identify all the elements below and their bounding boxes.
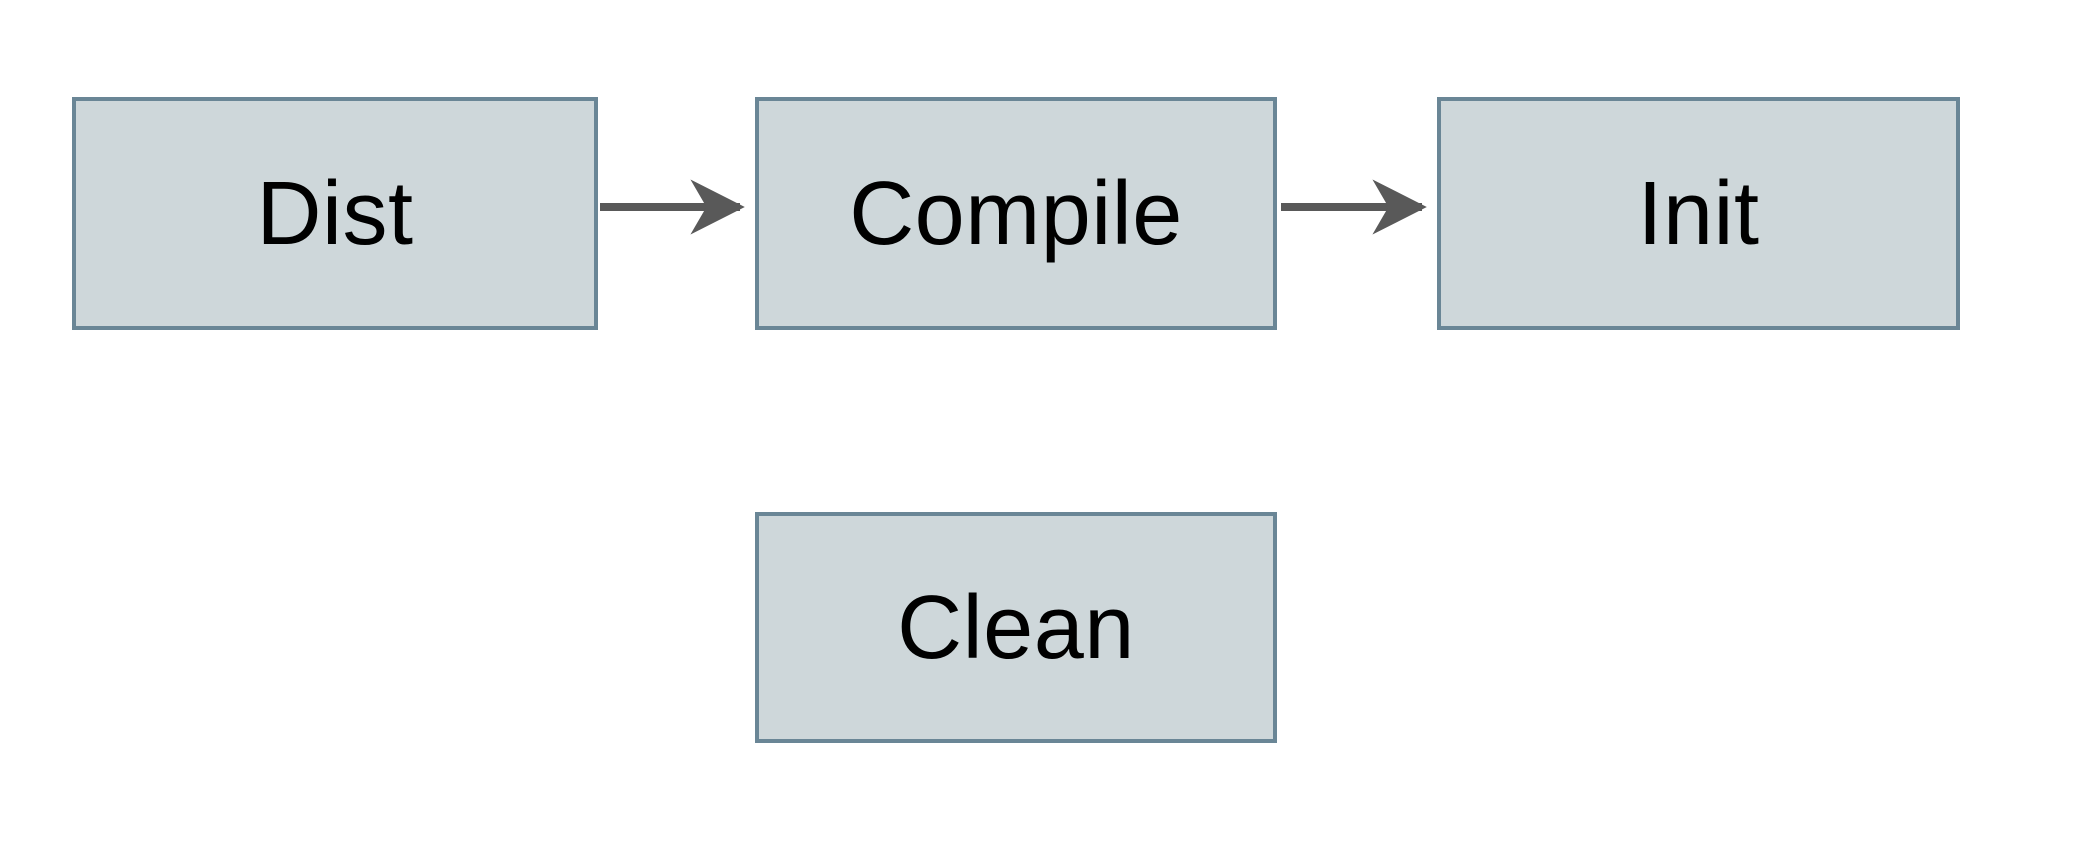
node-compile[interactable]: Compile [755, 97, 1277, 330]
node-clean[interactable]: Clean [755, 512, 1277, 743]
edge-compile-to-init-arrow[interactable] [1281, 191, 1437, 223]
node-init-label: Init [1637, 163, 1760, 264]
node-clean-label: Clean [897, 577, 1135, 678]
node-init[interactable]: Init [1437, 97, 1960, 330]
node-compile-label: Compile [849, 163, 1183, 264]
edge-dist-to-compile-arrow[interactable] [600, 191, 755, 223]
node-dist-label: Dist [256, 163, 414, 264]
node-dist[interactable]: Dist [72, 97, 598, 330]
